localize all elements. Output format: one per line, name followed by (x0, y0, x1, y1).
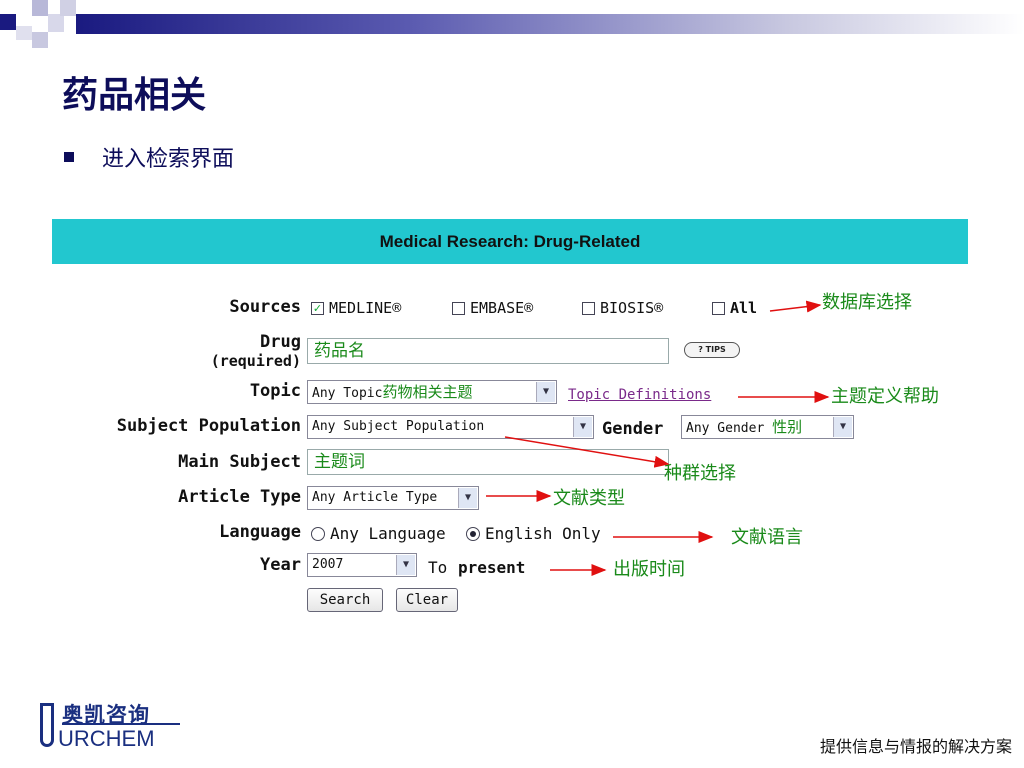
main-subject-label: Main Subject (178, 452, 301, 472)
decor-square (60, 0, 76, 16)
topic-definitions-link[interactable]: Topic Definitions (568, 387, 712, 403)
annotation-population: 种群选择 (664, 463, 736, 484)
article-type-value: Any Article Type (312, 490, 438, 505)
year-to-label: To (428, 558, 448, 577)
year-select-value: 2007 (312, 557, 344, 572)
bullet-square-icon (64, 152, 74, 162)
annotation-language: 文献语言 (731, 527, 803, 548)
drug-label: Drug (260, 332, 301, 352)
year-select[interactable]: 2007 ▼ (307, 553, 417, 577)
sources-label: Sources (229, 297, 301, 317)
decor-square (48, 14, 64, 32)
topic-overlay-text: 药物相关主题 (382, 383, 473, 401)
clear-button[interactable]: Clear (396, 588, 458, 612)
ourchem-logo-mark-icon (40, 703, 54, 747)
main-subject-input[interactable]: 主题词 (307, 449, 669, 475)
article-type-label: Article Type (178, 487, 301, 507)
subject-population-select[interactable]: Any Subject Population ▼ (307, 415, 594, 439)
arrow-population (504, 436, 670, 468)
gender-select-value: Any Gender (686, 421, 765, 436)
drug-input[interactable]: 药品名 (307, 338, 669, 364)
decor-square (32, 32, 48, 48)
slide-title: 药品相关 (62, 74, 207, 116)
all-label: All (730, 299, 758, 317)
annotation-year: 出版时间 (613, 559, 685, 580)
chevron-down-icon: ▼ (536, 382, 555, 402)
any-language-radio[interactable] (311, 527, 325, 541)
language-label: Language (219, 522, 301, 542)
logo-english-text: URCHEM (58, 726, 155, 751)
chevron-down-icon: ▼ (396, 555, 415, 575)
decor-square (32, 0, 48, 16)
chevron-down-icon: ▼ (458, 488, 477, 508)
embase-label: EMBASE® (470, 299, 534, 317)
title-gradient-bar (76, 14, 1024, 34)
gender-label: Gender (602, 419, 664, 439)
form-header-banner: Medical Research: Drug-Related (52, 219, 968, 264)
footer-slogan: 提供信息与情报的解决方案 (819, 737, 1012, 756)
topic-select-value: Any Topic (312, 386, 383, 401)
biosis-label: BIOSIS® (600, 299, 664, 317)
topic-select[interactable]: Any Topic药物相关主题 ▼ (307, 380, 557, 404)
medline-checkbox[interactable]: ✓ (311, 302, 324, 315)
any-language-label: Any Language (330, 524, 446, 543)
english-only-radio[interactable] (466, 527, 480, 541)
bullet-text: 进入检索界面 (102, 147, 235, 172)
annotation-article: 文献类型 (553, 488, 625, 509)
top-decoration (0, 0, 1024, 48)
embase-checkbox[interactable] (452, 302, 465, 315)
biosis-checkbox[interactable] (582, 302, 595, 315)
gender-overlay-text: 性别 (772, 418, 803, 436)
all-checkbox[interactable] (712, 302, 725, 315)
arrow-database (769, 300, 822, 313)
logo-divider (62, 723, 180, 725)
year-label: Year (260, 555, 301, 575)
article-type-select[interactable]: Any Article Type ▼ (307, 486, 479, 510)
gender-select[interactable]: Any Gender 性别 ▼ (681, 415, 854, 439)
annotation-database: 数据库选择 (822, 292, 912, 313)
year-present-label: present (458, 558, 526, 577)
decor-square (0, 14, 16, 30)
search-button[interactable]: Search (307, 588, 383, 612)
subject-population-value: Any Subject Population (312, 419, 485, 434)
subject-population-label: Subject Population (116, 416, 301, 436)
chevron-down-icon: ▼ (573, 417, 592, 437)
medline-label: MEDLINE® (329, 299, 402, 317)
chevron-down-icon: ▼ (833, 417, 852, 437)
drug-required-label: (required) (210, 352, 301, 370)
english-only-label: English Only (485, 524, 601, 543)
annotation-topic-help: 主题定义帮助 (831, 386, 939, 407)
topic-label: Topic (249, 381, 301, 401)
tips-button[interactable]: ? TIPS (684, 342, 740, 358)
decor-square (16, 26, 32, 40)
